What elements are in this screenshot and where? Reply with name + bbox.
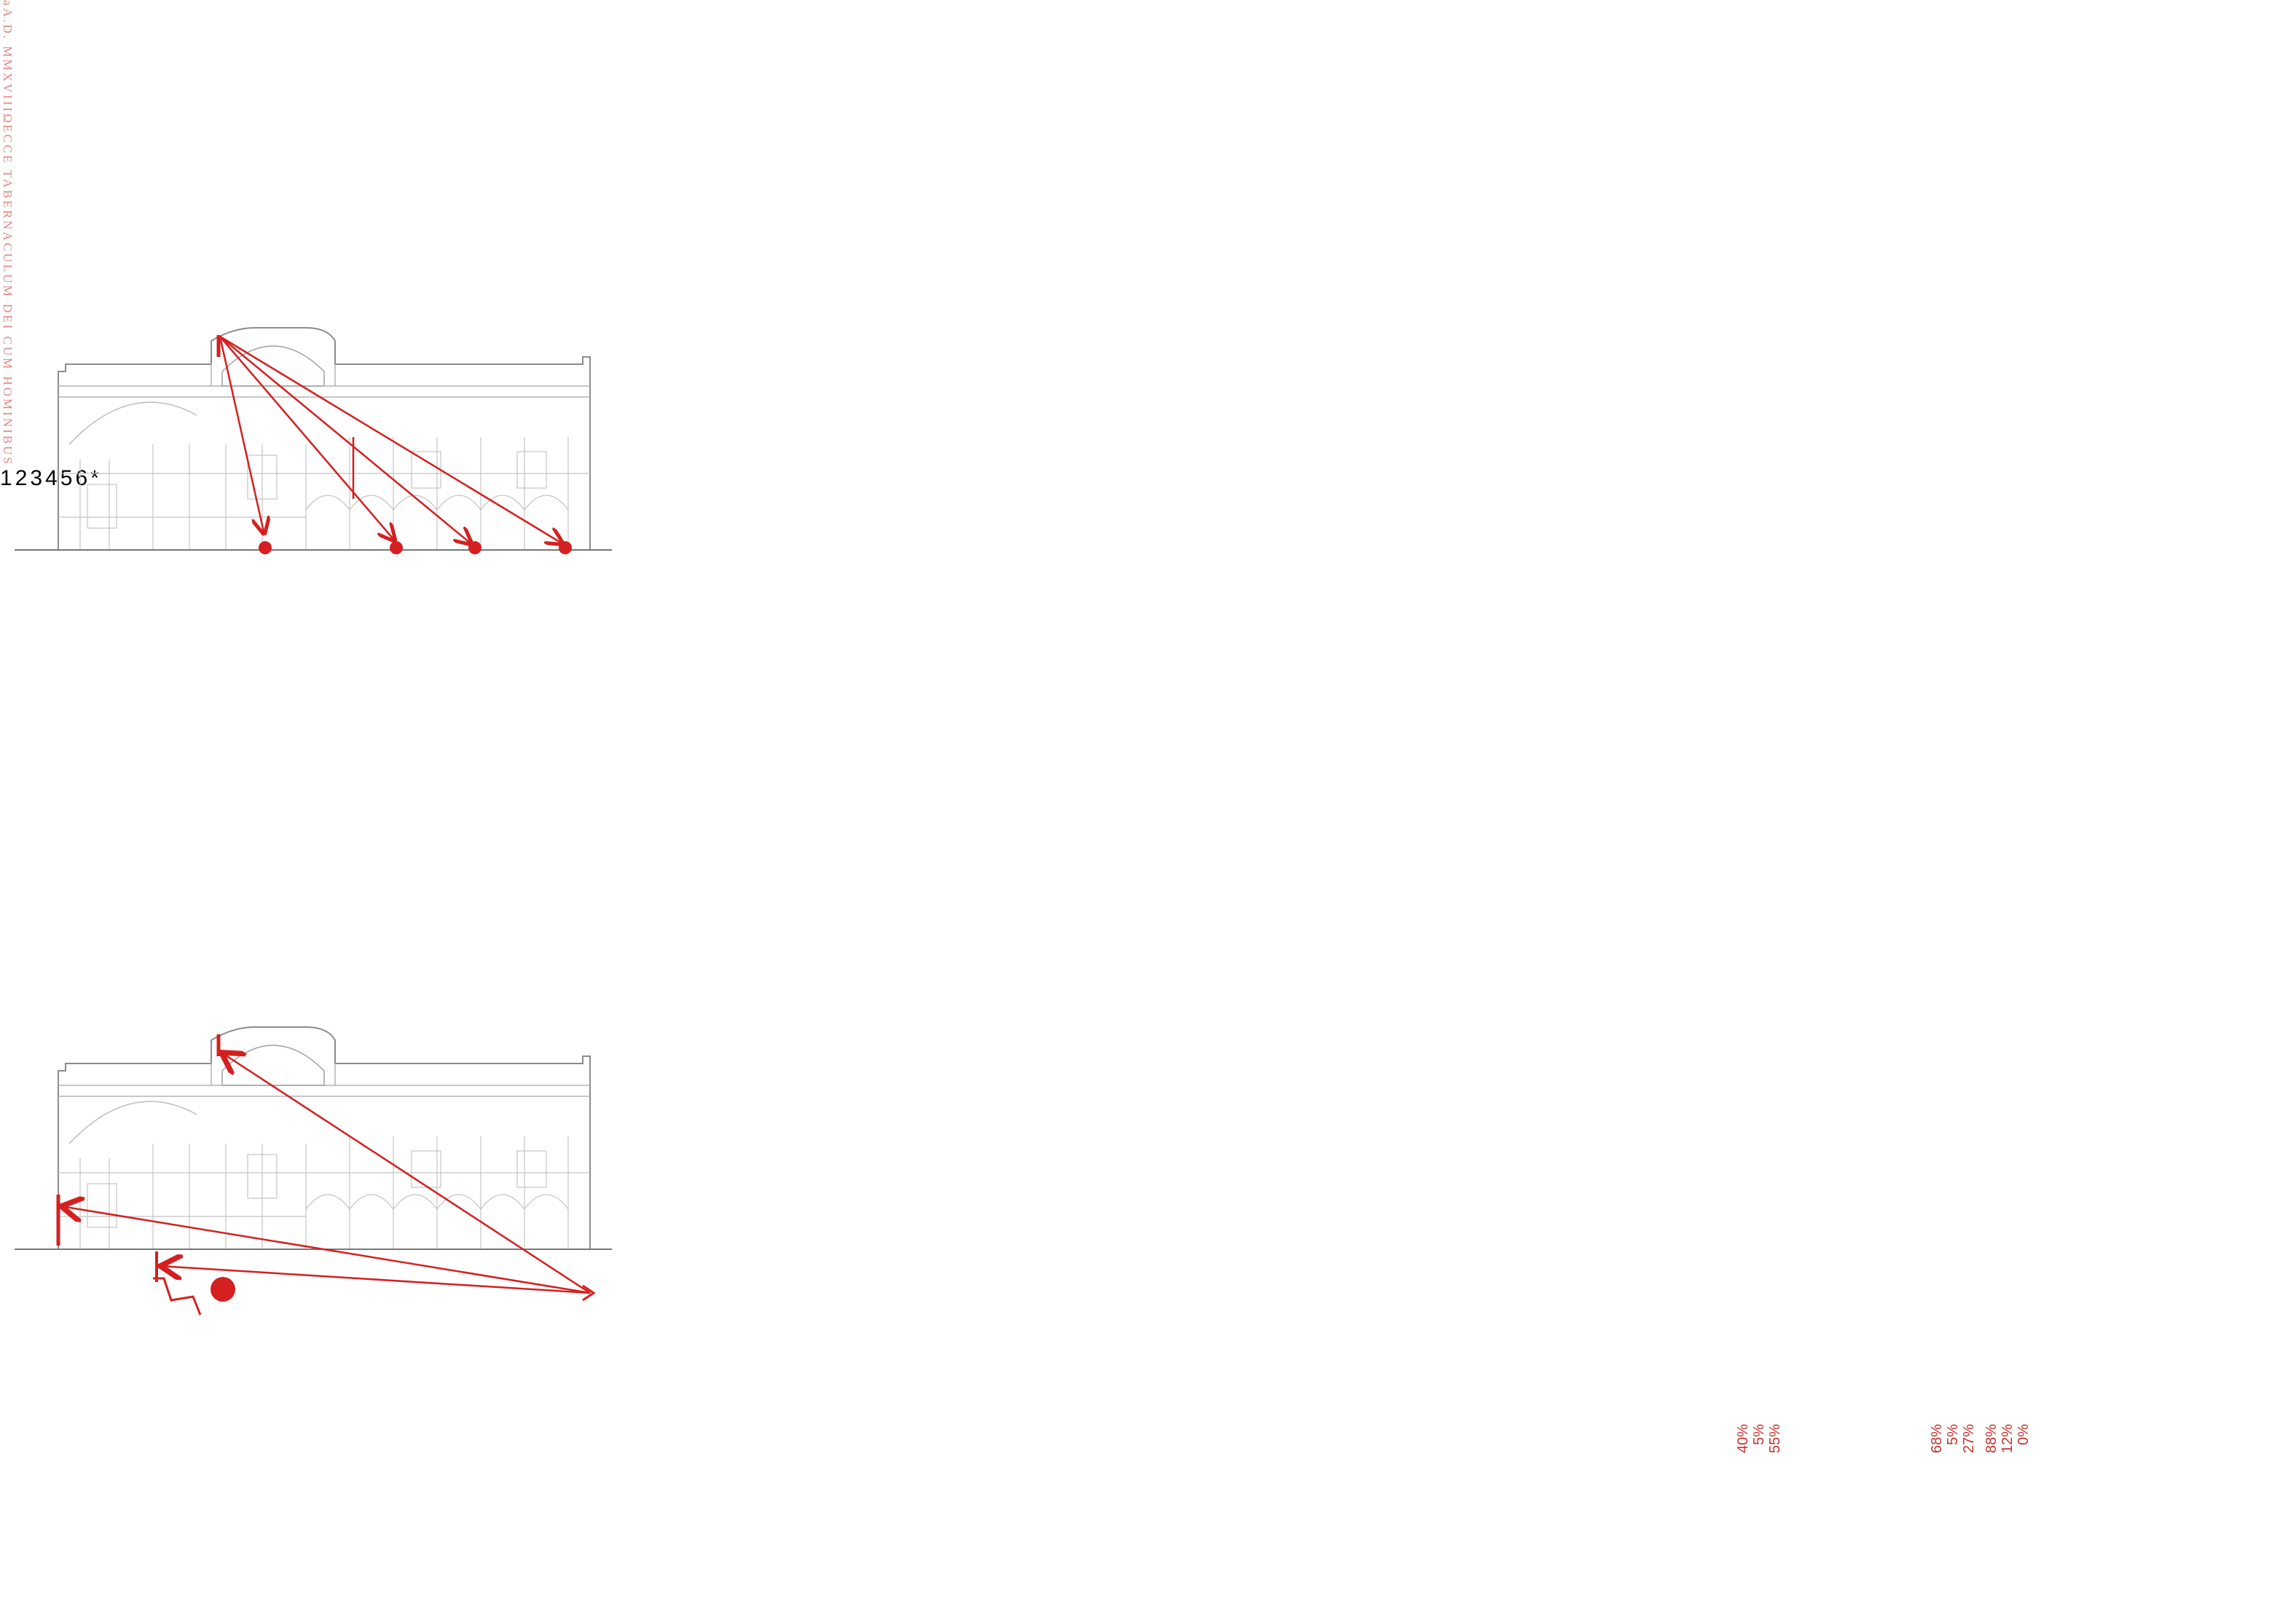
- zone-6-label: 6: [75, 466, 88, 491]
- zone-5-label: 5: [60, 466, 73, 491]
- plan-zones: 1 2 3 4 5 6 *: [0, 466, 99, 490]
- inscription-omega: Ω: [1, 113, 15, 125]
- view-point-markers: [259, 541, 572, 554]
- legend-right-b-value-2: 12%: [2000, 1424, 2016, 1454]
- sightline-arrows: [216, 335, 561, 543]
- legend-right-a-value-2: 5%: [1945, 1424, 1961, 1445]
- legend-left-value-3: 55%: [1767, 1424, 1783, 1454]
- section-bottom: [14, 1026, 613, 1316]
- inscription-a: a: [1, 0, 15, 8]
- inscription-motto: ECCE TABERNACULUM DEI CUM HOMINIBUS: [1, 125, 15, 467]
- zone-3-label: 3: [30, 466, 43, 491]
- return-arrows: [58, 1034, 596, 1316]
- focus-point: [211, 1277, 235, 1302]
- zone-4-label: 4: [45, 466, 58, 491]
- asterisk-mark: *: [90, 466, 99, 491]
- zone-2-label: 2: [15, 466, 28, 491]
- section-top: [14, 327, 613, 554]
- legend-right-a-value-3: 27%: [1961, 1424, 1977, 1454]
- legend-right-b-value-3: 0%: [2016, 1424, 2032, 1445]
- inscription-date: A.D. MMXVIII: [1, 7, 15, 114]
- legend-right-a-value-1: 68%: [1929, 1424, 1945, 1454]
- zone-1-label: 1: [0, 466, 12, 491]
- legend-left-value-2: 5%: [1751, 1424, 1767, 1445]
- legend-right-b-value-1: 88%: [1984, 1424, 2000, 1454]
- legend-left-value-1: 40%: [1735, 1424, 1751, 1454]
